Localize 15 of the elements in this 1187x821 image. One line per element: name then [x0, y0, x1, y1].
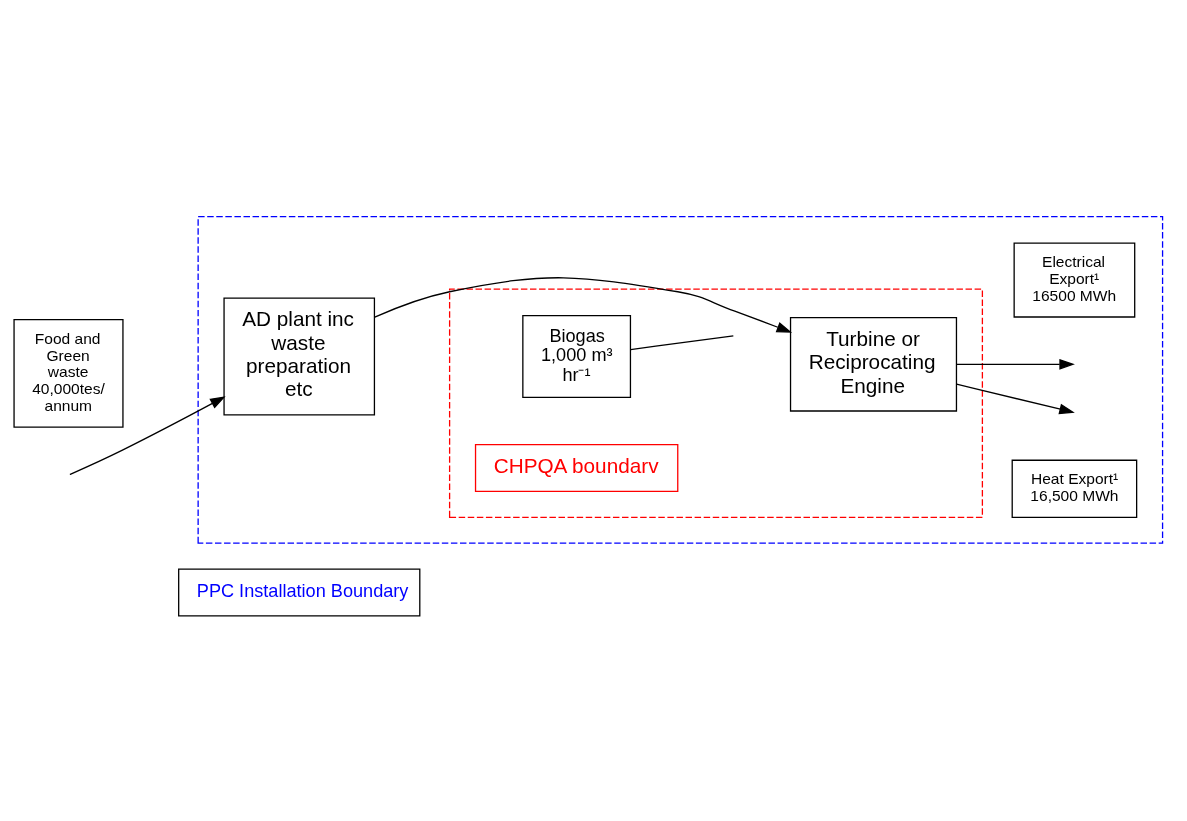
cluster: [448, 288, 984, 518]
arrow: [374, 276, 793, 333]
node-box: AD plant inc waste preparation etc: [223, 297, 376, 416]
node-box: Food and Green waste 40,000tes/ annum: [13, 318, 124, 428]
node-box: CHPQA boundarv: [474, 443, 679, 492]
arrow: [69, 395, 226, 475]
connector: [629, 334, 734, 350]
node-box: Heat Export¹ 16,500 MWh: [1011, 459, 1138, 518]
node-box: Electrical Export¹ 16500 MWh: [1013, 242, 1136, 318]
arrow: [955, 382, 1075, 414]
arrow: [955, 358, 1075, 370]
node-box: PPC Installation Boundary: [178, 568, 421, 616]
node-box: Biogas 1,000 m³ hr⁻¹: [522, 314, 632, 398]
node-box: Turbine or Reciprocating Engine: [789, 316, 958, 412]
cluster: [197, 215, 1164, 544]
